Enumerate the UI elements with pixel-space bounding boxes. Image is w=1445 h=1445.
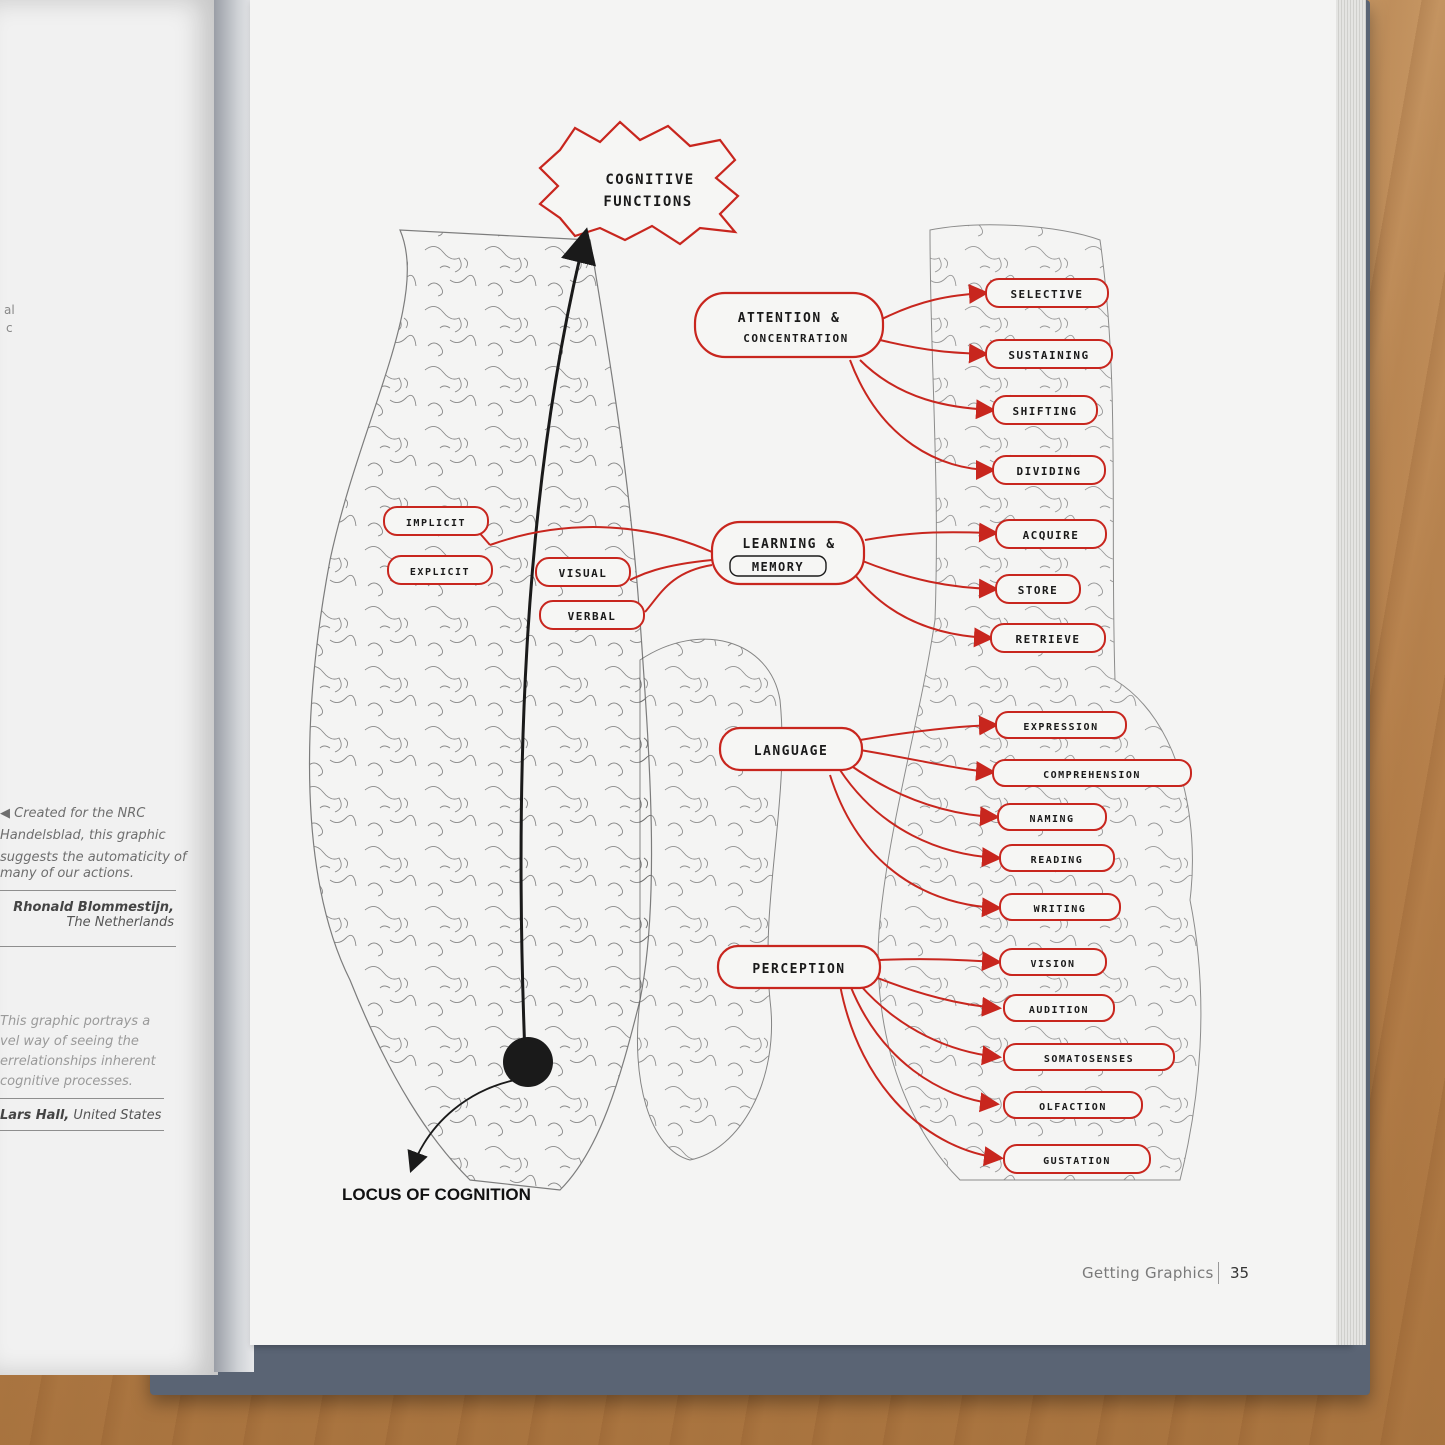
language-label: LANGUAGE	[754, 744, 829, 759]
running-footer-title: Getting Graphics	[1082, 1264, 1214, 1282]
credit-block-2: Lars Hall, United States	[0, 1108, 166, 1123]
leaf-audition: AUDITION	[1029, 1005, 1089, 1016]
leaf-dividing: DIVIDING	[1017, 465, 1082, 478]
root-label-line1: COGNITIVE	[605, 172, 694, 188]
credit-block-1: Rhonald Blommestijn, The Netherlands	[0, 900, 174, 930]
left-page: al c ◀ Created for the NRC Handelsblad, …	[0, 0, 218, 1375]
learning-label-line1: LEARNING &	[742, 537, 835, 552]
leaf-gustation: GUSTATION	[1043, 1156, 1111, 1167]
language-node: LANGUAGE	[718, 726, 864, 772]
leaf-selective: SELECTIVE	[1010, 288, 1083, 301]
margin-letter-1: al	[4, 303, 15, 317]
locus-dot	[503, 1037, 553, 1087]
perception-label: PERCEPTION	[752, 962, 845, 977]
caption-line: Handelsblad, this graphic	[0, 828, 166, 843]
label-pointer-arrow	[407, 1079, 516, 1174]
caption-divider	[0, 890, 176, 891]
learning-children-right: ACQUIRE STORE RETRIEVE	[990, 519, 1107, 653]
leaf-olfaction: OLFACTION	[1039, 1102, 1107, 1113]
book-gutter	[214, 0, 254, 1372]
caption-line: ◀ Created for the NRC	[0, 806, 146, 821]
leaf-retrieve: RETRIEVE	[1016, 633, 1081, 646]
learning-children-left: IMPLICIT EXPLICIT VISUAL VERBAL	[383, 506, 645, 630]
footer-separator	[1218, 1262, 1219, 1284]
leaf-explicit: EXPLICIT	[410, 567, 470, 578]
attention-node: ATTENTION & CONCENTRATION	[693, 291, 885, 359]
perception-children: VISION AUDITION SOMATOSENSES OLFACTION G…	[999, 948, 1175, 1174]
attention-children: SELECTIVE SUSTAINING SHIFTING DIVIDING	[985, 278, 1113, 485]
leaf-reading: READING	[1031, 855, 1084, 866]
caption-divider	[0, 1098, 164, 1099]
margin-letter-2: c	[6, 321, 13, 335]
leaf-vision: VISION	[1030, 959, 1075, 970]
page-number: 35	[1230, 1264, 1250, 1282]
brain-sketch-center-lower	[637, 638, 783, 1161]
brain-sketch-left-column	[308, 229, 653, 1191]
language-children: EXPRESSION COMPREHENSION NAMING READING …	[992, 711, 1192, 921]
page-edges	[1336, 0, 1366, 1345]
leaf-shifting: SHIFTING	[1013, 405, 1078, 418]
caption-line: errelationships inherent	[0, 1054, 156, 1069]
credit-country: The Netherlands	[66, 915, 174, 930]
leaf-writing: WRITING	[1034, 904, 1087, 915]
locus-of-cognition-label: LOCUS OF COGNITION	[342, 1185, 531, 1204]
caption-line: This graphic portrays a	[0, 1014, 151, 1029]
leaf-visual: VISUAL	[559, 567, 608, 580]
caption-line: cognitive processes.	[0, 1074, 133, 1089]
attention-label-line2: CONCENTRATION	[743, 332, 849, 345]
caption-line: many of our actions.	[0, 866, 134, 881]
learning-node: LEARNING & MEMORY	[710, 520, 866, 586]
caption-line: vel way of seeing the	[0, 1034, 139, 1049]
leaf-store: STORE	[1018, 584, 1059, 597]
learning-label-line2: MEMORY	[752, 560, 804, 574]
leaf-sustaining: SUSTAINING	[1008, 349, 1089, 362]
leaf-somatosenses: SOMATOSENSES	[1044, 1054, 1134, 1065]
leaf-verbal: VERBAL	[568, 610, 617, 623]
leaf-expression: EXPRESSION	[1023, 722, 1098, 733]
leaf-implicit: IMPLICIT	[406, 518, 466, 529]
leaf-naming: NAMING	[1029, 814, 1074, 825]
root-label-line2: FUNCTIONS	[603, 194, 692, 210]
leaf-acquire: ACQUIRE	[1023, 529, 1080, 542]
cognitive-functions-node: COGNITIVE FUNCTIONS	[538, 120, 740, 246]
locus-to-root-arrow	[519, 227, 597, 1056]
caption-divider	[0, 946, 176, 947]
caption-line: suggests the automaticity of	[0, 850, 187, 865]
credit-name: Rhonald Blommestijn,	[13, 900, 174, 915]
credit-name: Lars Hall,	[0, 1108, 70, 1123]
perception-node: PERCEPTION	[716, 944, 882, 990]
connector-lines	[469, 283, 1004, 1167]
attention-label-line1: ATTENTION &	[738, 311, 841, 326]
leaf-comprehension: COMPREHENSION	[1043, 770, 1141, 781]
credit-country: United States	[73, 1108, 162, 1123]
caption-divider	[0, 1130, 164, 1131]
